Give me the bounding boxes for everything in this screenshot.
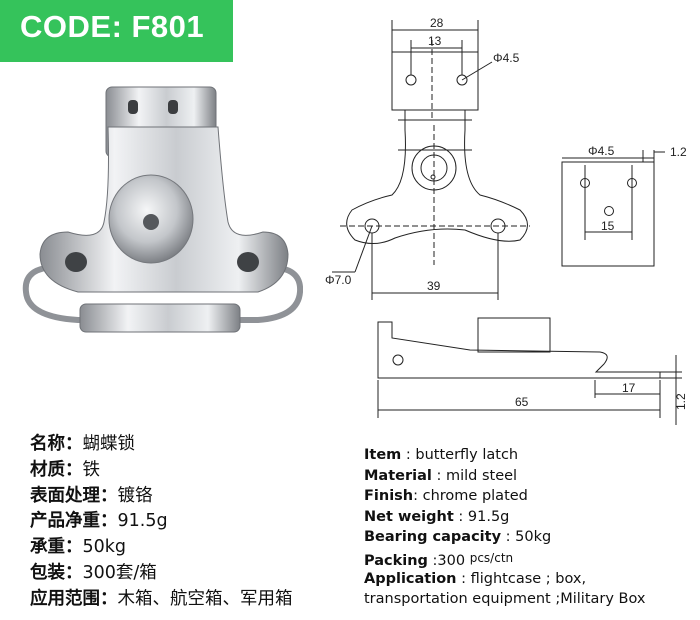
spec-row-bearing: 承重：50kg [30, 537, 127, 558]
dim-bottom-thickness: 1.2 [674, 393, 688, 410]
product-code: CODE: F801 [20, 9, 205, 44]
dim-side-hole-spacing: 15 [601, 219, 615, 233]
spec-application: Application : flightcase ; box, [364, 570, 587, 587]
dim-top-hole-spacing: 13 [428, 34, 442, 48]
spec-application-line2: transportation equipment ;Military Box [364, 591, 646, 608]
spec-row-name: 名称：蝴蝶锁 [30, 434, 135, 454]
dim-side-thickness: 1.2 [670, 145, 687, 159]
spec-item: Item : butterfly latch [364, 447, 519, 463]
dim-bottom-length: 65 [515, 395, 529, 409]
technical-drawing: 28 13 Φ4.5 Φ4.5 1.2 15 Φ7.0 39 65 17 1.2 [325, 16, 688, 425]
spec-list-chinese: 名称：蝴蝶锁 材质：铁 表面处理：镀铬 产品净重：91.5g 承重：50kg 包… [30, 432, 350, 613]
spec-packing: Packing :300 pcs/ctn [364, 550, 514, 569]
product-code-badge: CODE: F801 [0, 0, 233, 62]
spec-bearing-capacity: Bearing capacity : 50kg [364, 529, 552, 546]
spec-row-finish: 表面处理：镀铬 [30, 485, 153, 506]
spec-finish: Finish: chrome plated [364, 488, 528, 505]
top-plate-outline [391, 51, 479, 111]
dim-bottom-offset: 17 [622, 381, 636, 395]
spec-row-material: 材质：铁 [30, 459, 100, 480]
dim-side-hole-dia: Φ4.5 [588, 144, 615, 158]
spec-material: Material : mild steel [364, 467, 518, 484]
latch-product-photo [22, 86, 303, 333]
spec-list-english: Item : butterfly latch Material : mild s… [364, 445, 694, 610]
dim-top-hole-dia: Φ4.5 [493, 51, 520, 65]
spec-net-weight: Net weight : 91.5g [364, 508, 510, 525]
spec-row-application: 应用范围：木箱、航空箱、军用箱 [30, 588, 293, 609]
dim-top-width: 28 [430, 16, 444, 30]
spec-row-net-weight: 产品净重：91.5g [30, 511, 168, 532]
dim-lower-hole-spacing: 39 [427, 279, 441, 293]
spec-row-packing: 包装：300套/箱 [30, 562, 157, 583]
dim-pivot-dia: Φ7.0 [325, 273, 352, 287]
